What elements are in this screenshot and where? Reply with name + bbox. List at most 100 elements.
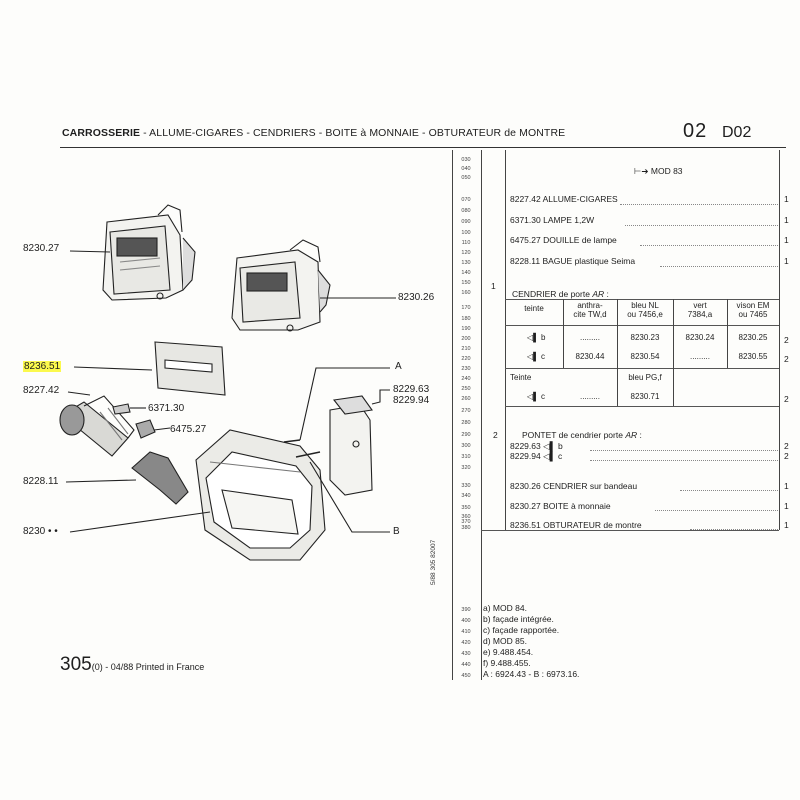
leader-dots <box>640 245 778 246</box>
section-code: D02 <box>722 124 752 141</box>
teinte-label: Teinte <box>510 373 532 382</box>
leader-dots <box>690 529 778 530</box>
note-c: c) façade rapportée. <box>483 625 560 635</box>
part-row: 8236.51 OBTURATEUR de montre <box>510 520 642 530</box>
part-row: 8230.26 CENDRIER sur bandeau <box>510 481 638 491</box>
table-header: anthra- cite TW,d <box>573 301 607 319</box>
table-cell: 8230.71 <box>630 392 660 401</box>
plug-arrow-icon: ◁▌ <box>527 333 542 342</box>
part-qty: 1 <box>784 501 789 511</box>
pontet-title: PONTET de cendrier porte AR : <box>522 430 642 440</box>
grid-rule <box>505 325 779 326</box>
mod-83-header: ⊢➔ MOD 83 <box>634 166 683 176</box>
table-cell: 8230.25 <box>738 333 768 342</box>
part-qty: 1 <box>784 256 789 266</box>
note-e: e) 9.488.454. <box>483 647 534 657</box>
leader-dots <box>590 460 778 461</box>
colon-mark: : <box>639 430 642 440</box>
table-cell: 8230.55 <box>738 352 768 361</box>
callout-8230-26: 8230.26 <box>398 292 435 303</box>
grid-rule <box>673 368 674 406</box>
grid-rule <box>505 299 779 300</box>
plug-arrow-icon: ◁▌ <box>527 392 542 401</box>
part-row: 6475.27 DOUILLE de lampe <box>510 235 617 245</box>
vertical-reference: 5/88 305 82007 <box>430 539 437 585</box>
plug-arrow-icon: ◁▌ <box>527 352 542 361</box>
part-qty: 2 <box>784 354 789 364</box>
table-header: teinte <box>524 304 544 313</box>
header-rule <box>60 147 786 148</box>
leader-dots <box>655 510 778 511</box>
leader-dots <box>680 490 778 491</box>
table-cell: 8230.44 <box>575 352 605 361</box>
grid-rule <box>481 150 482 680</box>
grid-rule <box>779 150 780 530</box>
callout-6371-30: 6371.30 <box>148 403 185 414</box>
grid-rule <box>505 150 506 530</box>
table-cell: 8230.23 <box>630 333 660 342</box>
grid-rule <box>563 299 564 368</box>
grid-rule <box>452 150 453 680</box>
note-f: f) 9.488.455. <box>483 658 531 668</box>
plug-arrow-icon: ◁▌ <box>543 441 556 451</box>
grid-rule <box>727 299 728 368</box>
callout-8229-94: 8229.94 <box>393 395 430 406</box>
part-qty: 1 <box>784 215 789 225</box>
part-qty: 2 <box>784 451 789 461</box>
arrow-bar-icon: ⊢➔ <box>634 166 651 176</box>
callout-8236-51: 8236.51 <box>23 361 62 372</box>
leader-dots <box>620 204 778 205</box>
part-row: 6371.30 LAMPE 1,2W <box>510 215 595 225</box>
grid-rule <box>505 406 779 407</box>
cendrier-title: CENDRIER de porte AR : <box>512 289 609 299</box>
table-header: vert 7384,a <box>687 301 713 319</box>
table-cell: ......... <box>579 333 600 342</box>
grid-rule <box>673 299 674 368</box>
part-qty: 1 <box>784 481 789 491</box>
note-b: b) façade intégrée. <box>483 614 554 624</box>
part-qty: 2 <box>784 335 789 345</box>
note-ab: A : 6924.43 - B : 6973.16. <box>483 669 580 679</box>
table-row-label: ◁▌ c <box>527 352 546 361</box>
table-cell: ......... <box>689 352 710 361</box>
callout-8230-27: 8230.27 <box>23 243 60 254</box>
part-qty: 2 <box>784 441 789 451</box>
part-qty: 1 <box>784 194 789 204</box>
note-d: d) MOD 85. <box>483 636 527 646</box>
colon-mark: : <box>606 289 609 299</box>
leader-dots <box>590 450 778 451</box>
part-qty: 1 <box>784 235 789 245</box>
table-cell: 8230.24 <box>685 333 715 342</box>
leader-dots <box>625 225 778 226</box>
table-cell: 8230.54 <box>630 352 660 361</box>
group-mark: 1 <box>491 281 496 291</box>
table-cell: ......... <box>579 392 600 401</box>
page-number: 02 <box>683 120 708 142</box>
plug-arrow-icon: ◁▌ <box>543 451 556 461</box>
grid-rule <box>617 299 618 406</box>
pontet-row: 8229.63 ◁▌ b <box>510 441 563 451</box>
callout-b: B <box>393 526 400 537</box>
callout-6475-27: 6475.27 <box>170 424 207 435</box>
part-qty: 1 <box>784 520 789 530</box>
page-title: CARROSSERIE - ALLUME-CIGARES - CENDRIERS… <box>62 127 566 139</box>
grid-rule <box>481 530 779 531</box>
table-row-label: ◁▌ c <box>527 392 546 401</box>
callout-8228-11: 8228.11 <box>23 476 59 487</box>
note-a: a) MOD 84. <box>483 603 527 613</box>
table-row-label: ◁▌ b <box>527 333 546 342</box>
part-row: 8228.11 BAGUE plastique Seima <box>510 256 636 266</box>
table-header: bleu PG,f <box>628 373 662 382</box>
callout-a: A <box>395 361 402 372</box>
part-row: 8227.42 ALLUME-CIGARES <box>510 194 618 204</box>
part-row: 8230.27 BOITE à monnaie <box>510 501 611 511</box>
table-header: bleu NL ou 7456,e <box>627 301 663 319</box>
callout-8227-42: 8227.42 <box>23 385 60 396</box>
print-info: 305(0) - 04/88 Printed in France <box>60 654 205 675</box>
part-qty: 2 <box>784 394 789 404</box>
callout-8230: 8230 • • <box>23 526 58 537</box>
group-mark: 2 <box>493 430 498 440</box>
table-header: vison EM ou 7465 <box>736 301 770 319</box>
pontet-row: 8229.94 ◁▌ c <box>510 451 563 461</box>
